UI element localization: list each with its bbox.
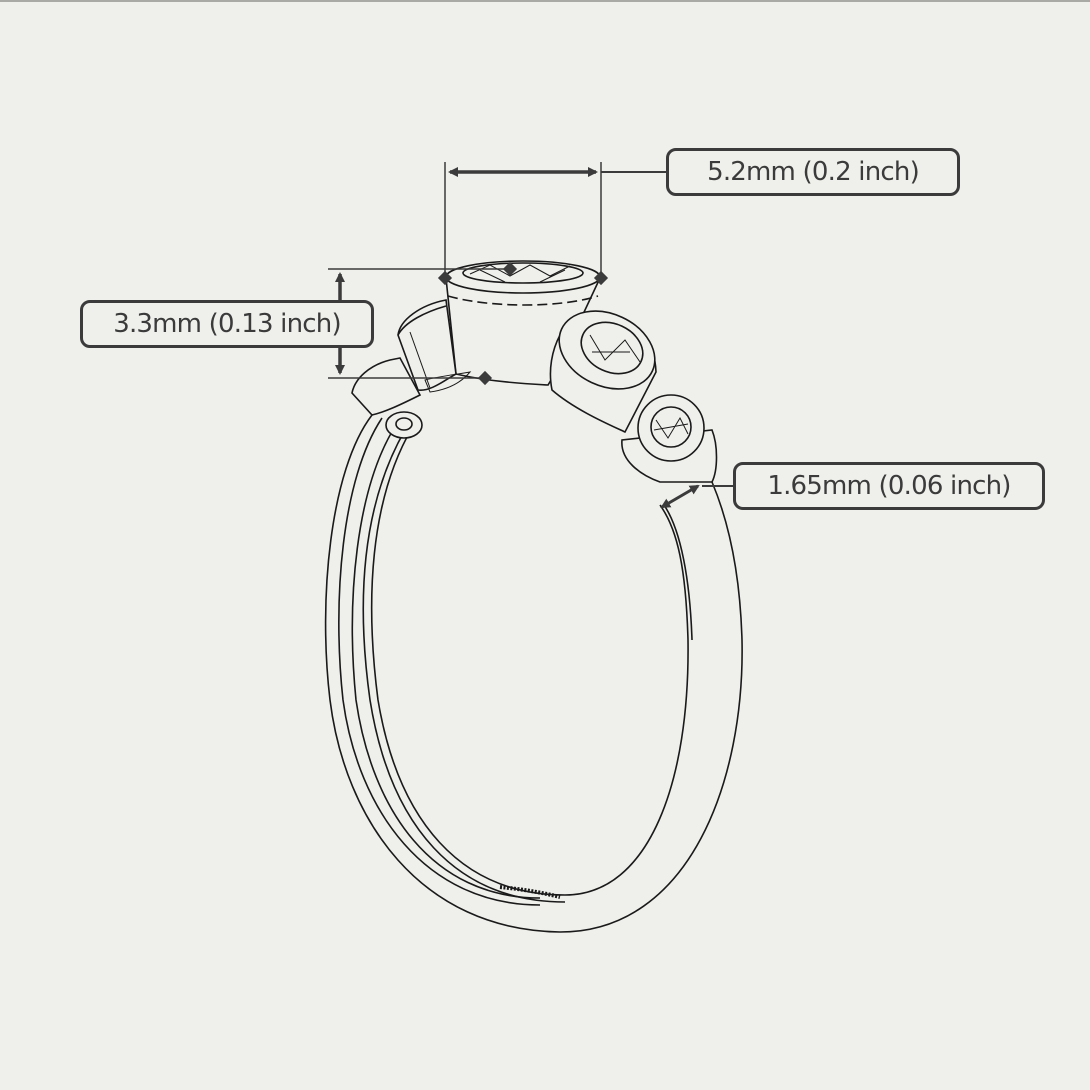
anchor-points [437, 261, 609, 386]
right-small-bezel [621, 394, 718, 483]
left-upper-bezel [397, 299, 457, 391]
band-width-dimension-label: 1.65mm (0.06 inch) [733, 462, 1045, 510]
left-lower-bezel [351, 357, 472, 439]
height-dimension-label: 3.3mm (0.13 inch) [80, 300, 374, 348]
ring-band [324, 414, 743, 933]
right-upper-bezel [549, 310, 657, 434]
top-border [0, 0, 1090, 2]
width-dimension-label: 5.2mm (0.2 inch) [666, 148, 960, 196]
inscription-mark [499, 885, 561, 899]
